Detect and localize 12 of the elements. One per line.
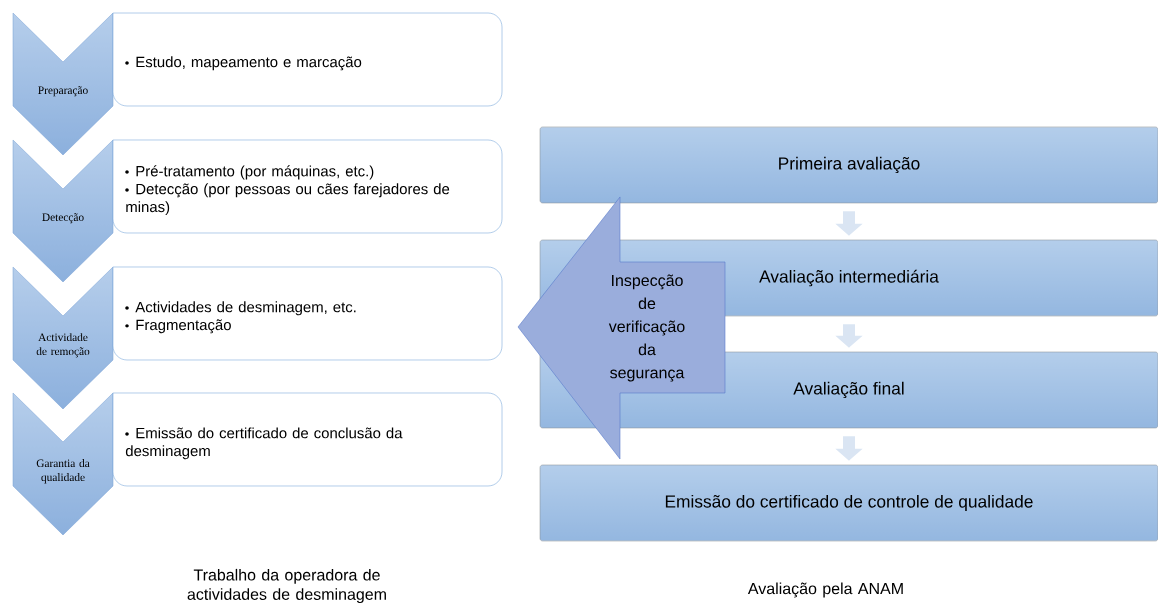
- text-box: Estudo, mapeamento e marcação: [112, 12, 503, 107]
- text-box: Actividades de desminagem, etc. Fragmentação: [112, 266, 503, 361]
- stage-band: Actividade de remoção: [12, 266, 114, 410]
- caption: Avaliação pela ANAM: [747, 582, 903, 598]
- stage-band: Garantia da qualidade: [12, 392, 114, 536]
- step-bar: Emissão do certificado de controle de qualidade: [539, 464, 1158, 542]
- stage-band: Preparação: [12, 12, 114, 156]
- step-bar: Primeira avaliação: [539, 126, 1158, 204]
- stage-band: Detecção: [12, 139, 114, 283]
- text-box: Pré-tratamento (por máquinas, etc.) Detecção (por pessoas ou cães farejadores de minas): [112, 139, 503, 234]
- caption: Trabalho da operadora de actividades de desminagem: [187, 568, 386, 604]
- text-box: Emissão do certificado de conclusão da desminagem: [112, 392, 503, 487]
